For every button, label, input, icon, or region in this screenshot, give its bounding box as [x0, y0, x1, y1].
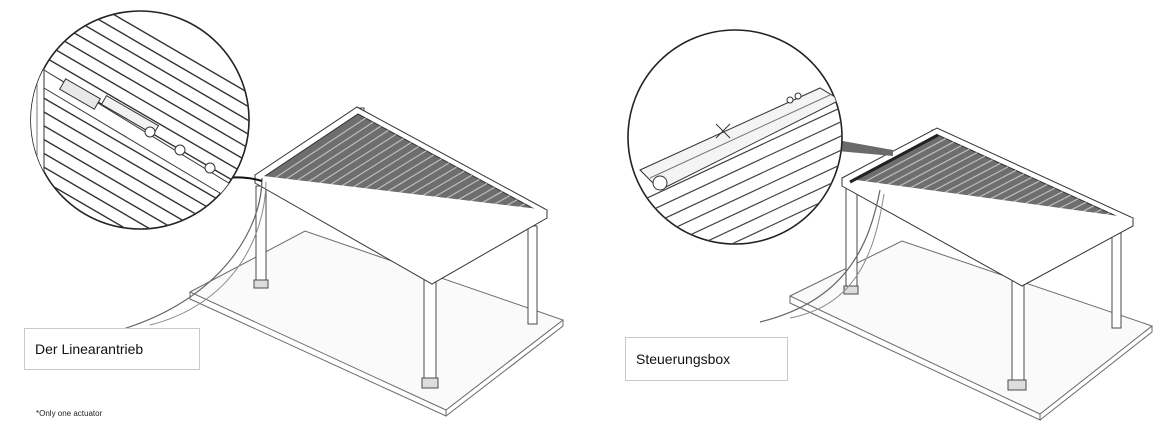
- zoom-slat: [31, 114, 206, 229]
- roof-left: [254, 106, 549, 285]
- ground-slab-right: [788, 240, 1154, 421]
- zoom-slat: [31, 103, 212, 229]
- zoom-slat: [31, 11, 249, 121]
- zoom-slat: [628, 143, 842, 244]
- zoom-slat: [31, 83, 224, 229]
- roof-slat: [268, 117, 366, 183]
- roof-slat: [864, 141, 954, 191]
- zoom-detail-actuator: [30, 10, 250, 230]
- roof-slat: [856, 138, 947, 187]
- zoom-slat: [628, 131, 842, 244]
- ground-slab-left: [188, 230, 565, 417]
- zoom-slat: [31, 72, 230, 229]
- roof-slat: [275, 121, 374, 187]
- zoom-detail-control-box: [627, 29, 843, 245]
- actuator-label: Der Linearantrieb: [24, 328, 200, 370]
- zoom-slat: [31, 62, 236, 224]
- pergola-left-drawing: [119, 106, 565, 417]
- roof-slat: [282, 125, 382, 191]
- zoom-slat: [31, 21, 249, 183]
- zoom-slat: [632, 155, 842, 244]
- zoom-slat: [31, 11, 249, 142]
- pergola-right-drawing: [759, 127, 1154, 421]
- control-box-label: Steuerungsbox: [625, 337, 788, 381]
- footnote: *Only one actuator: [36, 409, 103, 418]
- leader-wedge-right: [826, 138, 893, 156]
- roof-right: [840, 127, 1135, 287]
- zoom-slat: [31, 52, 242, 214]
- zoom-slat: [31, 11, 249, 131]
